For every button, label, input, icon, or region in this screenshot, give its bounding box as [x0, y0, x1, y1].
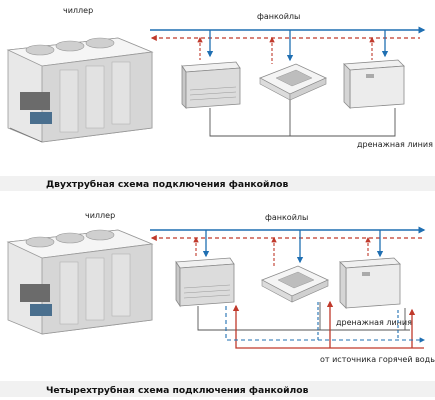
chiller-label: чиллер — [63, 6, 93, 15]
chiller-unit-icon — [6, 229, 154, 335]
drain-line-label: дренажная линия — [336, 318, 412, 327]
floor-fancoil-icon — [175, 257, 235, 308]
scheme-caption: Четырехтрубная схема подключения фанкойл… — [46, 385, 309, 396]
drain-pipe — [197, 302, 410, 331]
caption-band — [0, 176, 435, 191]
two-pipe-scheme: чиллер фанкойлы дренажная линия — [6, 6, 433, 149]
cassette-fancoil-icon — [259, 63, 327, 101]
caption-band — [0, 381, 435, 397]
chiller-unit-icon — [6, 37, 154, 143]
cassette-fancoil-icon — [261, 265, 329, 303]
scheme-caption: Двухтрубная схема подключения фанкойлов — [46, 179, 288, 190]
fancoils-label: фанкойлы — [257, 12, 300, 21]
fancoils-label: фанкойлы — [265, 213, 308, 222]
console-fancoil-icon — [339, 257, 401, 309]
drain-line-label: дренажная линия — [357, 140, 433, 149]
chiller-label: чиллер — [85, 211, 115, 220]
four-pipe-scheme: чиллер фанкойлы дренажная линия от источ… — [6, 211, 435, 364]
floor-fancoil-icon — [181, 61, 241, 109]
hot-water-supply-pipe — [232, 304, 424, 349]
console-fancoil-icon — [343, 59, 405, 109]
drain-pipe — [209, 100, 396, 137]
hot-water-source-label: от источника горячей воды — [320, 355, 435, 364]
